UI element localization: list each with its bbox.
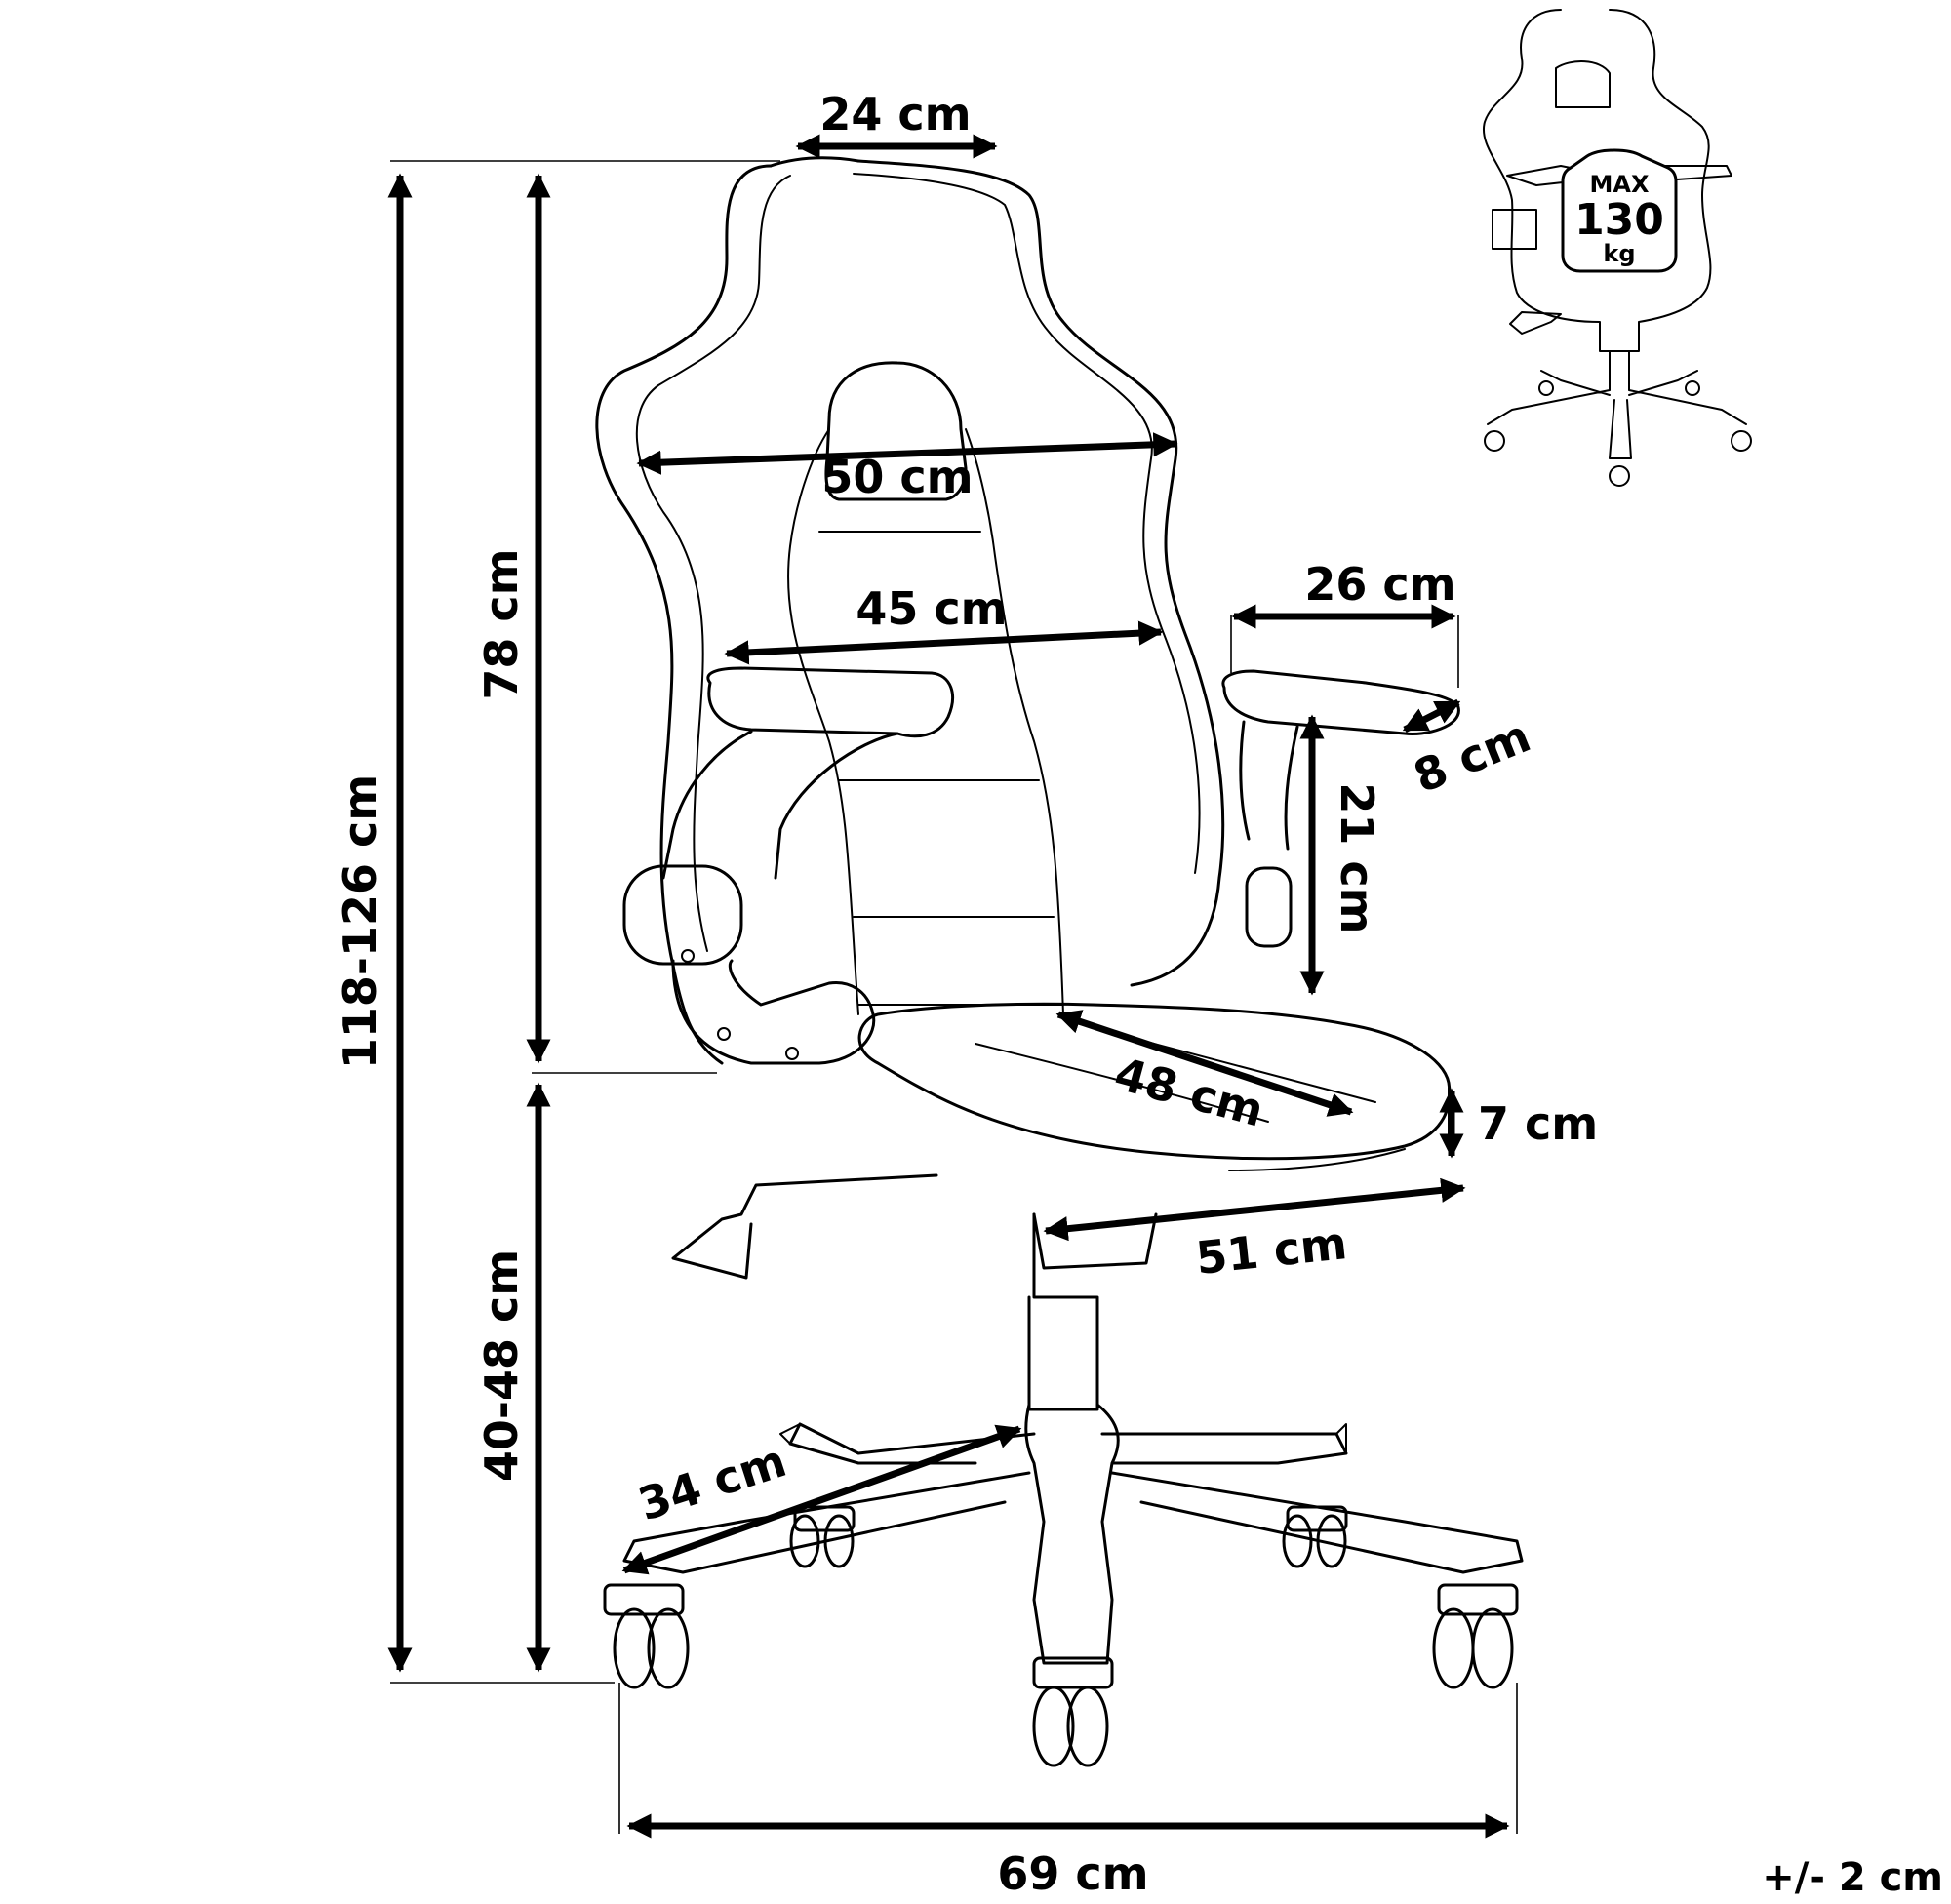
tolerance-note: +/- 2 cm <box>1762 1855 1943 1900</box>
seat-depth-arrow <box>1055 1010 1354 1117</box>
back-width-arrow <box>724 620 1164 665</box>
star-base-leg-top <box>779 1423 1347 1454</box>
armrest-left-knob <box>622 864 743 966</box>
backrest-inner-outline <box>635 173 1201 952</box>
seat-thickness-label: 7 cm <box>1478 1097 1598 1150</box>
armrest-left-lower <box>671 959 876 1065</box>
backrest-height-label: 78 cm <box>475 548 528 699</box>
total-height-label: 118-126 cm <box>334 774 386 1069</box>
armrest-length-label: 26 cm <box>1304 558 1455 611</box>
back-width-label: 45 cm <box>856 582 1007 635</box>
chair-drawing <box>595 156 1524 1767</box>
shoulder-width-label: 50 cm <box>821 451 973 503</box>
armrest-left <box>661 666 954 880</box>
badge-unit-text: kg <box>1603 240 1635 267</box>
shoulder-width-arrow <box>636 432 1178 475</box>
caster <box>1282 1505 1348 1568</box>
seat-height-label: 40-48 cm <box>475 1250 528 1482</box>
base-radius-arrow <box>621 1424 1022 1575</box>
armrest-left-screw <box>681 949 695 963</box>
armrest-height-label: 21 cm <box>1331 782 1383 933</box>
dimension-arrows <box>387 134 1510 1839</box>
base-width-label: 69 cm <box>997 1847 1148 1900</box>
headrest-pillow <box>824 361 968 501</box>
height-lever <box>671 1173 938 1280</box>
max-load-badge: MAX 130 kg <box>1482 9 1752 487</box>
armrest-left-screw <box>717 1027 731 1041</box>
caster <box>603 1583 690 1689</box>
weight-badge-shape <box>1561 148 1678 273</box>
badge-max-text: MAX <box>1590 171 1650 198</box>
seat-width-arrow <box>1043 1177 1466 1242</box>
seat-width-label: 51 cm <box>1193 1216 1349 1285</box>
armrest-right-knob <box>1245 866 1293 948</box>
backrest-top-curve <box>769 156 860 168</box>
headrest-width-label: 24 cm <box>819 88 971 140</box>
armrest-width-arrow <box>1402 698 1461 734</box>
dimension-labels: 118-126 cm 78 cm 40-48 cm 24 cm 50 cm 45… <box>334 88 1943 1900</box>
extension-lines <box>390 160 1518 1834</box>
backrest-panel-stitch <box>818 531 1064 1006</box>
backrest-center-panel <box>787 428 1064 1015</box>
caster <box>1432 1583 1519 1689</box>
armrest-left-screw <box>785 1047 799 1060</box>
armrest-width-label: 8 cm <box>1407 709 1537 803</box>
badge-weight-value: 130 <box>1574 195 1664 245</box>
gas-lift <box>1027 1212 1099 1411</box>
caster <box>1032 1656 1114 1767</box>
